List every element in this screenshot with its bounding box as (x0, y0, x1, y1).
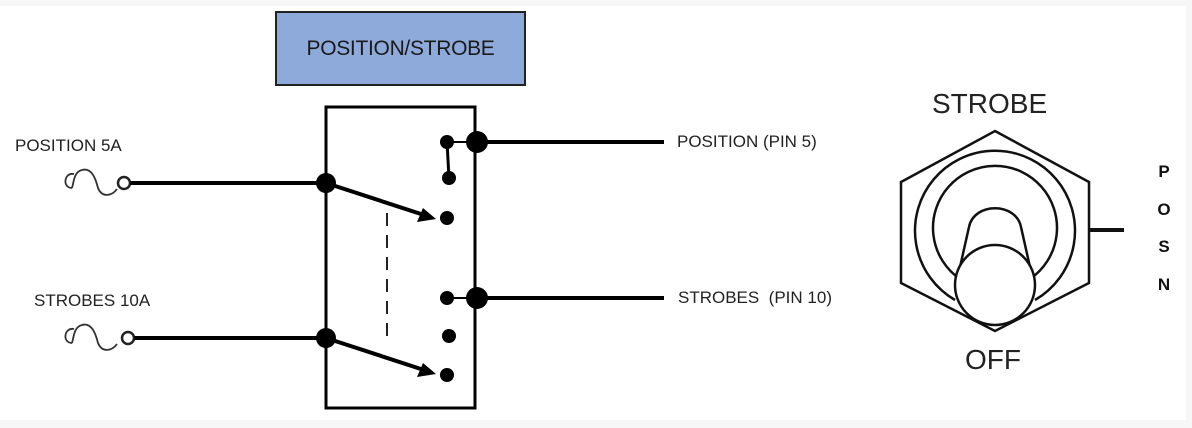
output-label-position: POSITION (PIN 5) (677, 132, 817, 151)
posn-letter: S (1158, 237, 1170, 256)
switch-position-strobe-label: STROBE (932, 88, 1048, 119)
hex-nut (899, 129, 1091, 333)
switch-body (324, 105, 477, 410)
inner-ring (931, 164, 1059, 281)
lever-ball (953, 243, 1037, 327)
posn-letter: P (1158, 162, 1170, 181)
switch-pole-1 (325, 181, 436, 222)
outer-ring (913, 149, 1077, 302)
toggle-switch-icon (899, 129, 1124, 333)
diagram-canvas (0, 6, 1186, 420)
contact-dot (440, 368, 454, 382)
switch-position-off-label: OFF (965, 344, 1021, 375)
input-label-strobes: STROBES 10A (34, 291, 151, 310)
contact-dot (440, 211, 454, 225)
output-label-strobes: STROBES (PIN 10) (678, 288, 832, 307)
lever (958, 207, 1032, 268)
input-label-position: POSITION 5A (15, 136, 122, 155)
fuse-icon (64, 323, 136, 351)
posn-letter: O (1157, 200, 1171, 219)
fuse-icon (64, 168, 132, 196)
jumper-line (445, 141, 451, 179)
switch-pole-2 (325, 336, 436, 377)
contact-dot (442, 329, 456, 343)
switch-title: POSITION/STROBE (306, 36, 495, 60)
posn-letter: N (1157, 275, 1171, 294)
switch-title-box: POSITION/STROBE (275, 11, 526, 86)
